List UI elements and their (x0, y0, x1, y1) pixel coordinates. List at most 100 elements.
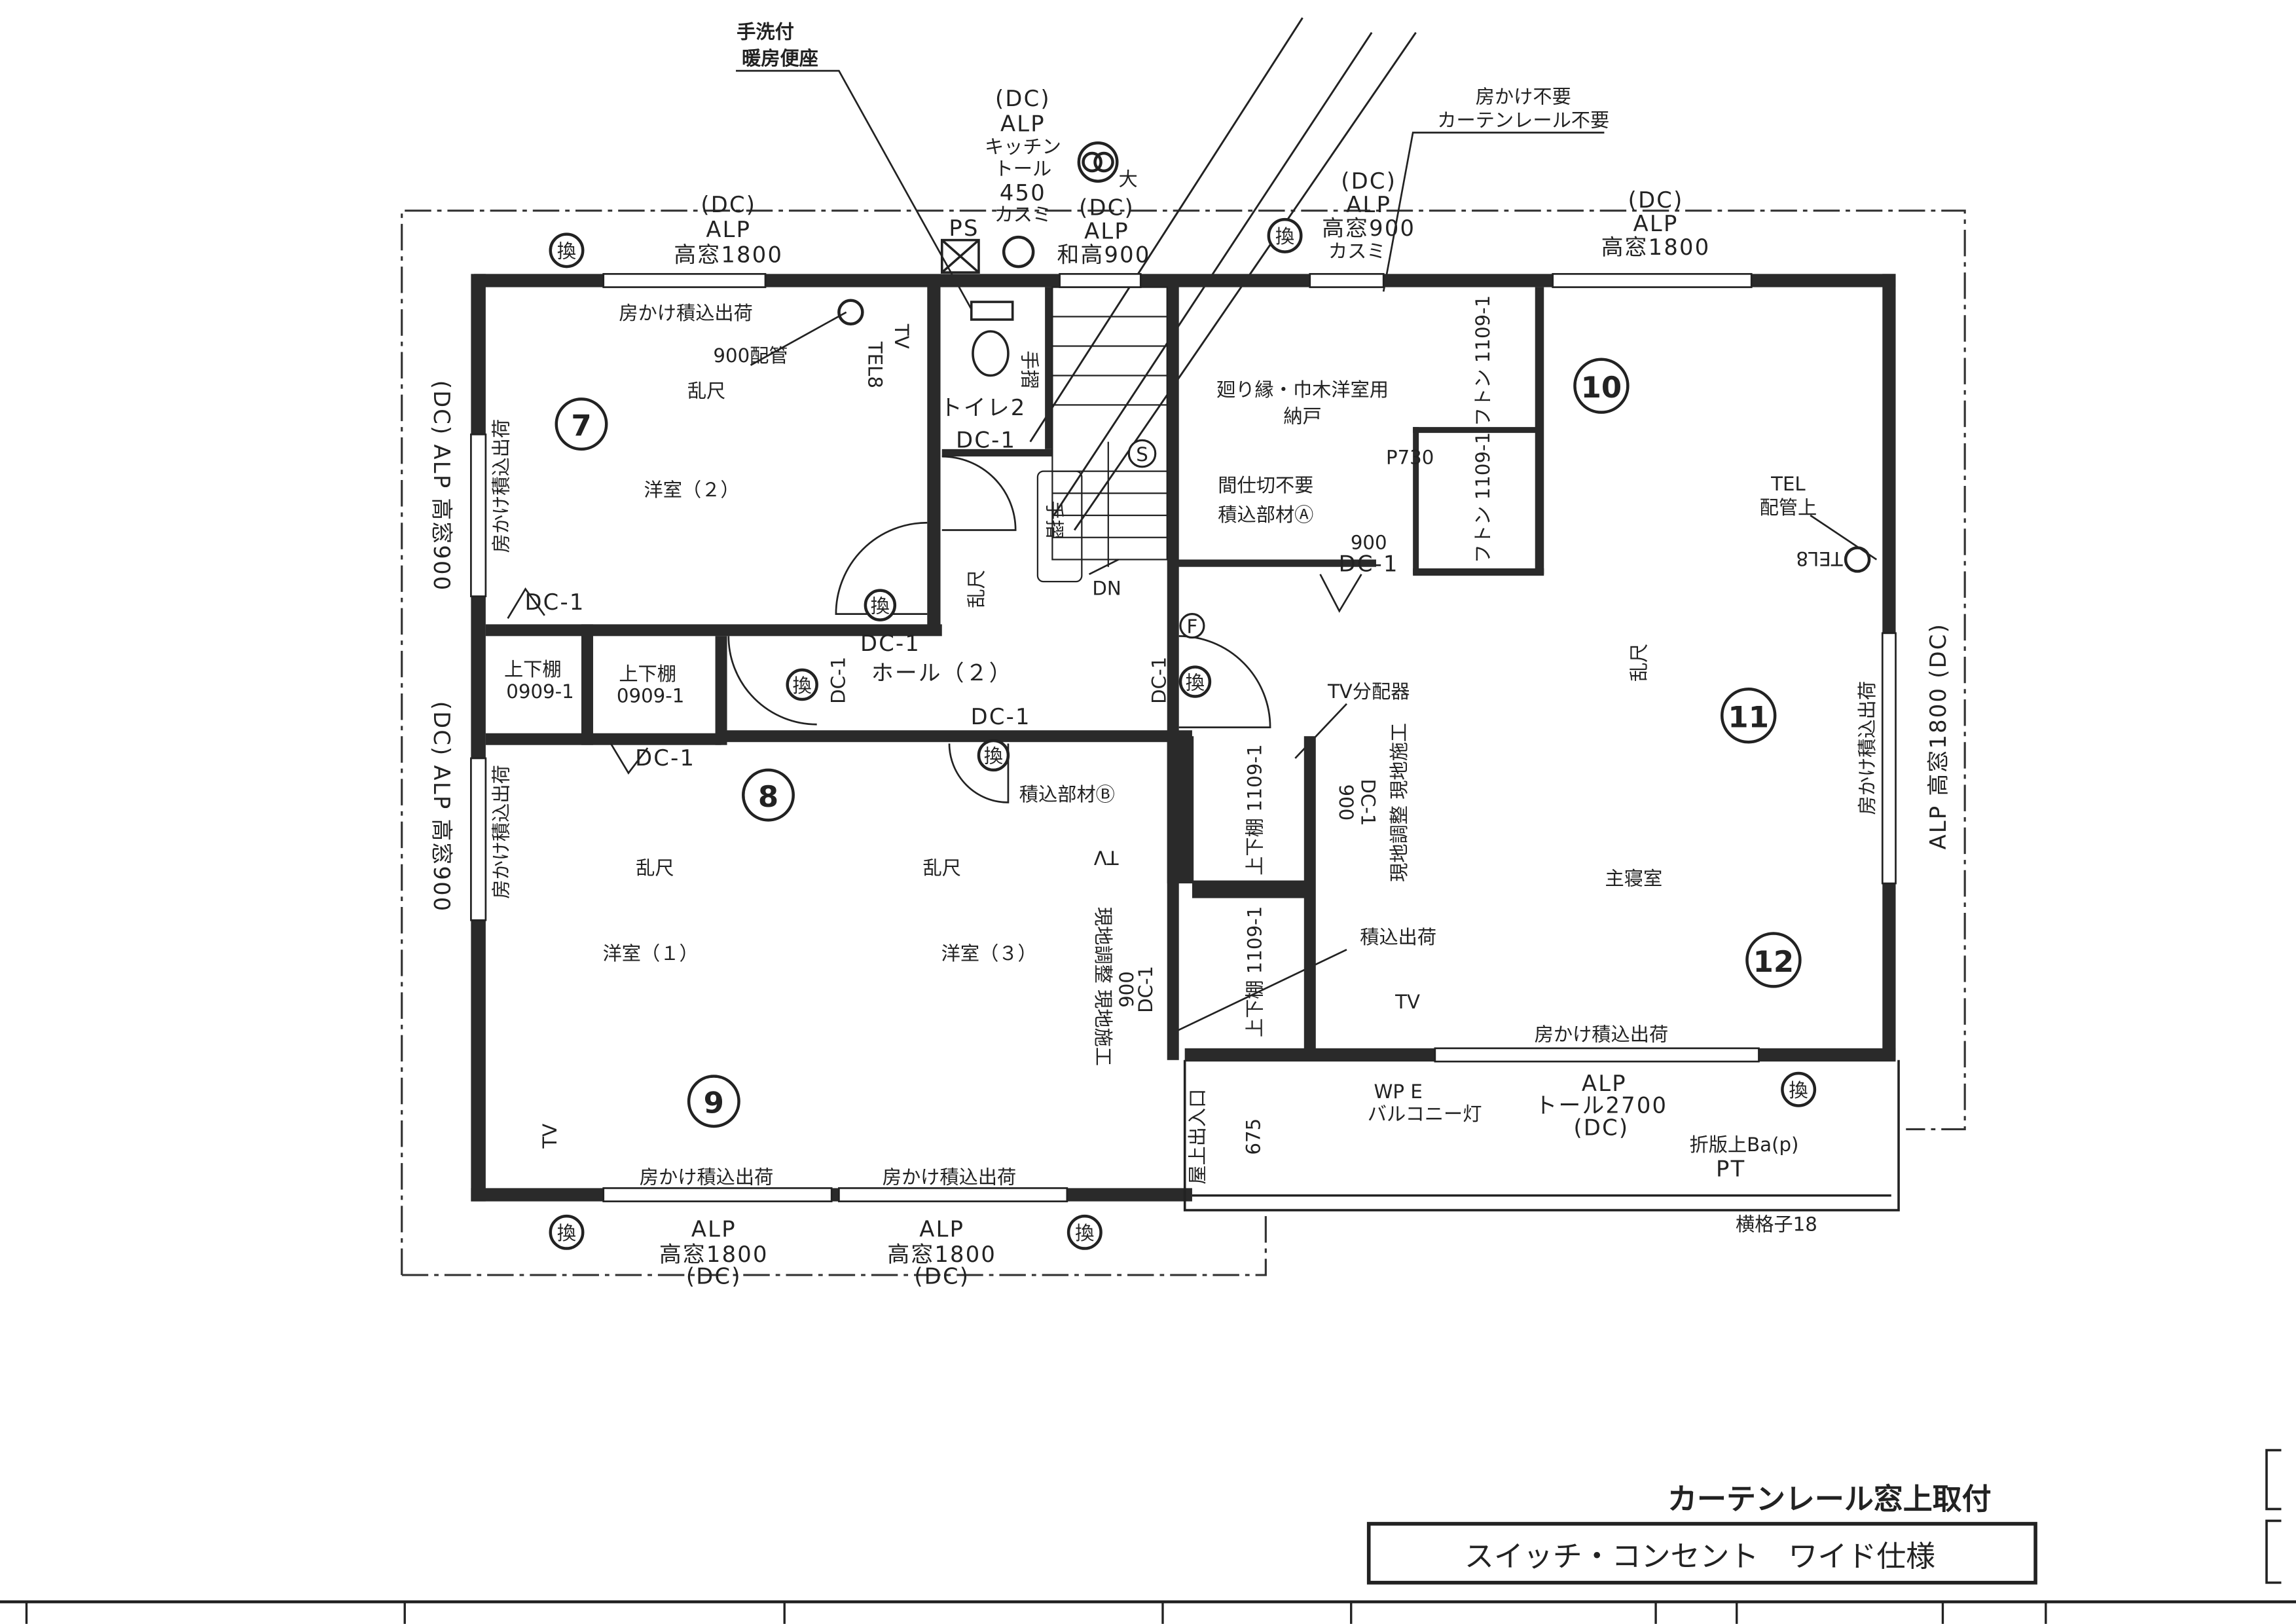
plan-label: ALP (706, 217, 751, 242)
plan-label: 高窓1800 (659, 1242, 769, 1267)
plan-label: 房かけ積込出荷 (619, 302, 753, 324)
plan-label: 高窓1800 (674, 242, 783, 267)
plan-label: トール2700 (1535, 1093, 1668, 1118)
room-number-11: 11 (1728, 700, 1769, 735)
exchange-icon: 換 (557, 240, 576, 263)
plan-label: DC-1 (1148, 657, 1170, 704)
plan-label: 洋室（１） (603, 942, 699, 965)
exchange-icon: 換 (1186, 671, 1205, 693)
plan-label: 房かけ積込出荷 (490, 419, 513, 553)
plan-label: 上下棚 1109-1 (1244, 744, 1266, 875)
plan-label: TEL8 (1796, 547, 1843, 570)
plan-label: TEL (1770, 473, 1806, 495)
exchange-icon: 換 (793, 674, 812, 697)
plan-label: 高窓900 (1322, 215, 1415, 241)
interior-labels: 房かけ積込出荷 900配管 TEL8 TV トイレ2 DC-1 手摺 手摺 廻り… (490, 295, 1878, 1236)
exchange-icon: 換 (984, 745, 1003, 767)
plan-label: ALP (1084, 218, 1129, 244)
plan-label: TV (1094, 847, 1120, 869)
plan-label: WP E (1374, 1080, 1423, 1103)
plan-label: 廻り縁・巾木洋室用 (1216, 378, 1389, 401)
toilet-fixture (940, 238, 1014, 377)
room-number-8: 8 (758, 779, 778, 814)
plan-label: 房かけ積込出荷 (490, 765, 513, 899)
plan-label: (DC) (995, 86, 1051, 111)
plan-label: DC-1 (956, 428, 1016, 453)
curtain-rail-note: カーテンレール窓上取付 (1667, 1481, 1991, 1516)
room-number-9: 9 (704, 1086, 724, 1120)
plan-label: ホール（２） (871, 660, 1013, 686)
plan-label: DN (1092, 577, 1121, 599)
plan-label: 折版上Ba(p) (1689, 1134, 1798, 1156)
plan-label: 乱尺 (923, 857, 961, 879)
plan-label: 洋室（３） (941, 942, 1037, 965)
plan-label: 房かけ積込出荷 (1856, 681, 1878, 815)
plan-label: 乱尺 (687, 380, 725, 402)
plan-label: (DC) ALP 高窓900 (429, 701, 454, 913)
star-mark: 大 (1119, 168, 1138, 190)
top-notes: 手洗付 暖房便座 (DC) ALP キッチン トール 450 カスミ 房かけ不要… (737, 21, 1609, 226)
stairs (1036, 286, 1168, 583)
plan-label: 間仕切不要 (1218, 474, 1313, 496)
title-block-dividers (25, 1602, 2047, 1624)
plan-label: 上下棚 1109-1 (1244, 906, 1266, 1037)
plan-label: ALP (1346, 192, 1391, 217)
plan-label: DC-1 (1135, 966, 1157, 1013)
plan-label: (DC) (1574, 1115, 1630, 1140)
room-number-7: 7 (571, 409, 591, 443)
window-labels: (DC) ALP 高窓1800 PS (DC) ALP 和高900 (DC) A… (429, 168, 1951, 1289)
s-mark: S (1136, 443, 1148, 466)
switch-spec-text: スイッチ・コンセント ワイド仕様 (1465, 1539, 1935, 1574)
plan-label: (DC) (914, 1264, 970, 1289)
plan-label: 上下棚 (619, 663, 676, 685)
plan-label: (DC) (1079, 194, 1135, 220)
page-edge-mark (2265, 1449, 2282, 1584)
plan-label: 高窓1800 (1601, 234, 1711, 260)
plan-label: 675 (1242, 1118, 1264, 1155)
plan-label: 暖房便座 (742, 47, 818, 69)
plan-label: 乱尺 (966, 570, 988, 608)
plan-label: フトン 1109-1 (1472, 432, 1494, 563)
plan-label: 900 (1351, 532, 1387, 554)
plan-label: トール (994, 158, 1052, 180)
plan-label: DC-1 (524, 589, 585, 615)
room-number-12: 12 (1753, 944, 1795, 979)
plan-label: DC-1 (860, 631, 920, 656)
plan-label: ALP (919, 1217, 964, 1242)
switch-spec-box (1366, 1522, 2037, 1585)
plan-label: ALP (1582, 1071, 1627, 1096)
balcony-outline (1183, 1060, 1900, 1211)
plan-label: 0909-1 (506, 680, 574, 703)
plan-label: (DC) (686, 1264, 742, 1289)
plan-label: 450 (1000, 180, 1046, 206)
plan-label: 房かけ積込出荷 (883, 1166, 1017, 1189)
plan-label: 配管上 (1760, 496, 1817, 519)
plan-label: 積込部材Ⓑ (1019, 783, 1115, 805)
plan-label: DC-1 (635, 745, 695, 771)
plan-label: 和高900 (1057, 242, 1151, 267)
plan-label: 乱尺 (636, 857, 674, 879)
plan-label: 現地調整 現地施工 (1092, 907, 1114, 1066)
exchange-icon: 換 (557, 1222, 576, 1244)
plan-label: 洋室（２） (644, 479, 740, 501)
roof-outline (401, 210, 1966, 1276)
plan-label: TV (1394, 991, 1420, 1013)
plan-label: 主寝室 (1605, 867, 1663, 889)
plan-label: DC-1 (827, 657, 849, 704)
plan-label: TV分配器 (1327, 680, 1410, 703)
plan-label: 上下棚 (504, 658, 562, 680)
plan-label: カスミ (994, 203, 1052, 225)
plan-label: 房かけ積込出荷 (1535, 1024, 1669, 1046)
exchange-icon: 換 (1789, 1079, 1808, 1101)
plan-label: 900 (1116, 971, 1138, 1008)
plan-label: 納戸 (1283, 405, 1321, 427)
plan-label: PT (1716, 1156, 1745, 1181)
plan-label: TV (890, 323, 913, 349)
plan-label: 手洗付 (737, 21, 794, 43)
plan-label: 手摺 (1018, 350, 1040, 388)
plan-label: 屋上出入口 (1186, 1089, 1209, 1185)
plan-label: (DC) (1628, 187, 1684, 213)
exchange-icon: 換 (871, 595, 890, 617)
plan-label: PS (949, 215, 979, 241)
plan-label: 横格子18 (1736, 1213, 1817, 1236)
